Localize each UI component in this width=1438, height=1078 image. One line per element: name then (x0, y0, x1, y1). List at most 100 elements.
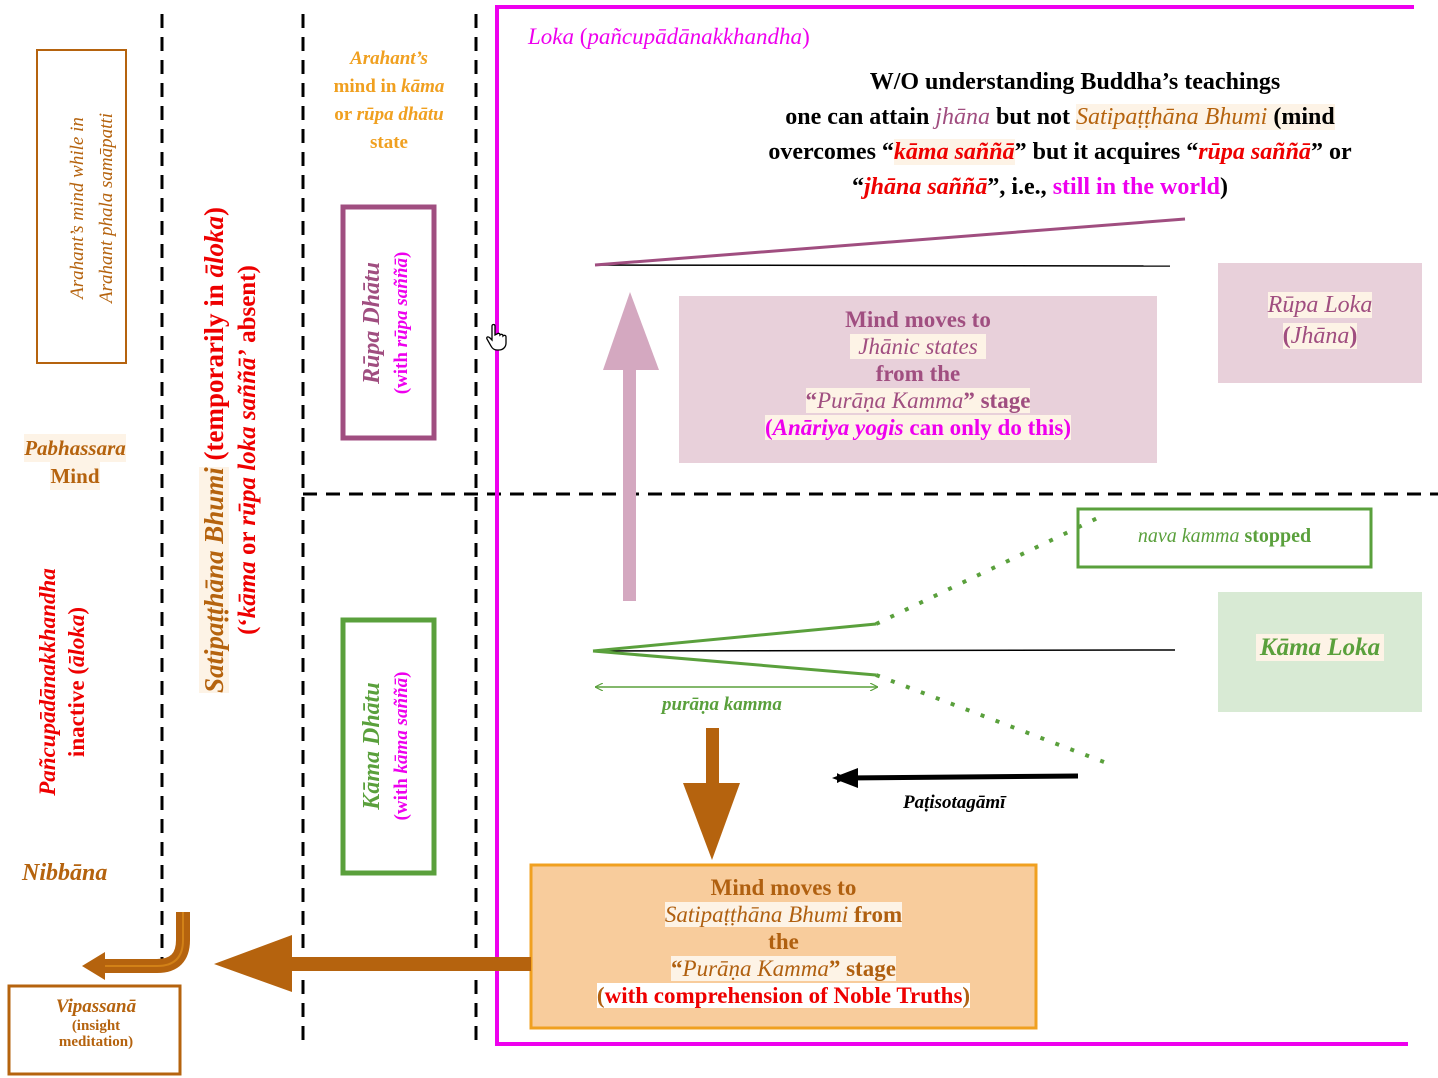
kama-lower-line (592, 649, 877, 677)
nava-kamma-box (1076, 507, 1373, 569)
header-jhana: jhāna (935, 104, 990, 130)
header-line-4a: “ (851, 174, 864, 200)
kama-dhatu-sub-a: (with (391, 773, 412, 821)
jhanic-purana-kamma: Purāṇa Kamma (817, 388, 964, 413)
sati-line2-open: (‘ (234, 618, 261, 635)
loka-title: Loka (pañcupādānakkhandha) (528, 24, 810, 50)
arahant-mind-line-3b: rūpa dhātu (356, 104, 444, 125)
arahant-line-1: Arahant’s mind while in (67, 117, 88, 299)
vipassana-title: Vipassanā (55, 996, 137, 1017)
sati-line-3: the (768, 929, 799, 954)
arahant-mind-line-2a: mind in (333, 76, 402, 97)
header-paragraph: W/O understanding Buddha’s teachings one… (690, 65, 1430, 205)
kama-upper-line (592, 622, 877, 653)
purana-kamma-label: purāṇa kamma (662, 694, 782, 715)
rupa-dhatu-label: Rūpa Dhātu (with rūpa saññā) (358, 213, 418, 433)
aloka-text: āloka (64, 614, 89, 667)
kama-dhatu-box (340, 617, 437, 876)
rupa-dhatu-box (340, 204, 437, 441)
header-line-2c: but not (989, 104, 1076, 130)
header-line-3a: overcomes “ (768, 139, 894, 165)
brown-down-arrow-head (683, 783, 740, 860)
arahant-mind-state-label: Arahant’s mind in kāma or rūpa dhātu sta… (314, 45, 464, 157)
sati-temp-text: (temporarily in (199, 277, 229, 468)
vipassana-box (7, 984, 182, 1076)
nibbana-label: Nibbāna (22, 860, 108, 886)
jhanic-line-2: Jhānic states (850, 334, 986, 359)
rupa-dhatu-sub-b: rūpa saññā (391, 258, 412, 348)
curved-brown-arrow (102, 912, 190, 973)
panc-line-1: Pañcupādānakkhandha (35, 568, 60, 796)
patisotagami-arrow (836, 773, 1079, 784)
pabhassara-line-1: Pabhassara (24, 434, 126, 462)
header-line-3c: ” but it acquires “ (1014, 139, 1199, 165)
header-still-world: still in the world (1052, 174, 1221, 200)
rupa-dhatu-title: Rūpa Dhātu (359, 261, 385, 385)
arahant-mind-line-3a: or (334, 104, 357, 125)
arahant-mind-line-1: Arahant’s (350, 48, 428, 69)
header-line-2e: (mind (1267, 104, 1335, 130)
sati-absent-text: absent) (234, 265, 261, 350)
nava-kamma-text: nava kamma (1137, 525, 1240, 547)
patisotagami-arrow-head (832, 768, 858, 788)
sati-noble-truths: with comprehension of Noble Truths (604, 983, 963, 1008)
brown-down-arrow-shaft (706, 728, 719, 786)
rupa-loka-paren-close: ) (1349, 323, 1358, 349)
pink-arrow-head (603, 292, 659, 370)
rupa-loka-jhana: Jhāna (1290, 323, 1350, 349)
header-line-4c: ”, i.e., (987, 174, 1053, 200)
sati-from: from (848, 902, 903, 927)
header-satipatthana: Satipaṭṭhāna Bhumi (1076, 104, 1268, 130)
vipassana-sub-2: meditation) (58, 1034, 134, 1050)
sati-or-text: or (234, 525, 261, 562)
pabhassara-line-2: Mind (50, 462, 100, 490)
sati-paren-close: ) (199, 206, 229, 216)
jhanic-line-5a: ( (764, 415, 773, 440)
sati-line-4a: “ (671, 956, 683, 981)
arahant-phala-label: Arahant’s mind while in Arahant phala sa… (63, 55, 117, 361)
jhanic-line-5d: ) (1063, 415, 1072, 440)
sati-paren-close-2: ) (962, 983, 971, 1008)
arahant-line-2: Arahant phala samāpatti (96, 113, 117, 304)
sati-rupa-loka-text: rūpa loka saññā’ (234, 349, 261, 526)
header-line-2a: one can attain (785, 104, 936, 130)
kama-loka-title: Kāma Loka (1255, 634, 1385, 661)
patisotagami-label: Paṭisotagāmī (903, 792, 1006, 813)
rupa-loka-title: Rūpa Loka (1267, 292, 1373, 318)
sati-bhumi: Satipaṭṭhāna Bhumi (664, 902, 849, 927)
rupa-loka-paren-open: ( (1282, 323, 1291, 349)
arahant-mind-line-4: state (370, 132, 408, 153)
kama-dhatu-sub-b: kāma saññā (391, 677, 412, 774)
curved-brown-arrow-head (82, 952, 105, 980)
loka-word: Loka (528, 24, 574, 49)
jhanic-line-3: from the (875, 361, 961, 386)
header-kama-sanna: kāma saññā (893, 139, 1015, 165)
kama-baseline (592, 649, 1176, 652)
nava-kamma-label: nava kamma stopped (1078, 525, 1371, 548)
brown-left-arrow-shaft (290, 957, 531, 971)
header-jhana-sanna: jhāna saññā (863, 174, 988, 200)
jhanic-box-text: Mind moves to Jhānic states from the “Pu… (679, 306, 1157, 441)
vipassana-sub-1: (insight (71, 1018, 121, 1034)
pancupadana-word: pañcupādānakkhandha (587, 24, 803, 49)
jhanic-line-4c: ” stage (963, 388, 1031, 413)
rupa-baseline (594, 264, 1171, 267)
jhanic-line-5c: can only do this (903, 415, 1064, 440)
curved-brown-arrow-outline (102, 912, 184, 967)
rupa-dhatu-sub-a: (with (391, 347, 412, 395)
pink-arrow-shaft (623, 365, 636, 601)
kama-dhatu-label: Kāma Dhātu (with kāma saññā) (358, 626, 418, 866)
sati-box-text: Mind moves to Satipaṭṭhāna Bhumi from th… (531, 874, 1036, 1009)
sati-aloka-text: āloka (199, 215, 229, 278)
brown-left-arrow-head (214, 935, 292, 992)
header-line-1: W/O understanding Buddha’s teachings (869, 69, 1281, 95)
rupa-loka-label: Rūpa Loka (Jhāna) (1218, 290, 1422, 352)
satipatthana-title: Satipaṭṭhāna Bhumi (199, 467, 229, 694)
jhanic-anariya: Anāriya yogis (772, 415, 904, 440)
sati-kama-text: kāma (234, 561, 261, 619)
loka-paren-open: ( (574, 24, 588, 49)
jhanic-line-1: Mind moves to (845, 307, 991, 332)
pabhassara-label: Pabhassara Mind (10, 434, 140, 490)
kama-upper-dotted (875, 512, 1107, 626)
pancupadana-inactive-label: Pañcupādānakkhandha inactive (āloka) (33, 547, 93, 817)
